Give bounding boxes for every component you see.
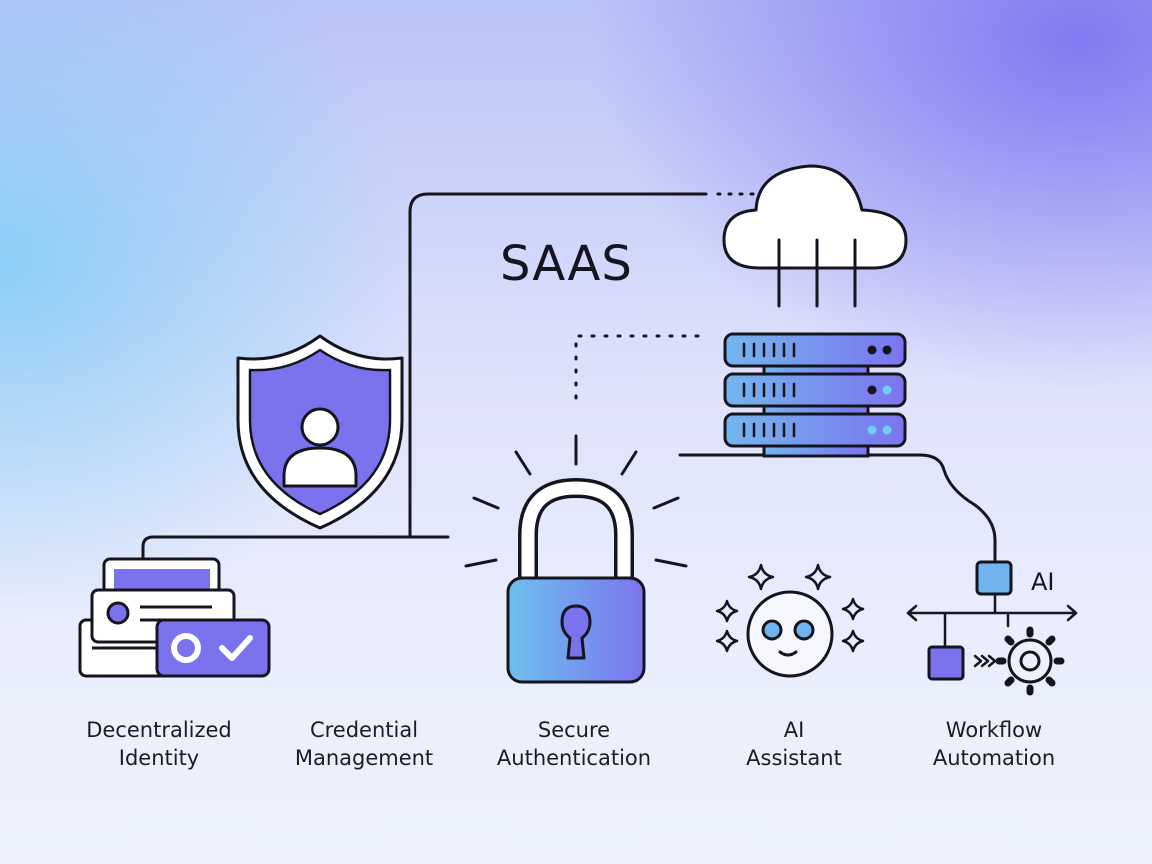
label-decentralized-identity: Decentralized Identity: [59, 716, 259, 772]
workflow-icon: [906, 560, 1078, 696]
circle-icon: [171, 633, 201, 663]
label-line: Identity: [118, 746, 200, 770]
server-rack-icon: [723, 332, 907, 458]
connector-cards: [141, 535, 238, 560]
label-line: Management: [294, 746, 434, 770]
connector-lines: [141, 192, 997, 564]
label-line: Credential: [309, 718, 419, 742]
checkmark-icon: [219, 635, 253, 661]
server-unit-3: [723, 412, 907, 448]
connector-server-dotted: [574, 334, 702, 400]
ai-badge: AI: [1031, 568, 1055, 596]
cloud-icon: [722, 164, 908, 308]
user-body: [282, 446, 358, 488]
label-credential-management: Credential Management: [264, 716, 464, 772]
label-ai-assistant: AI Assistant: [694, 716, 894, 772]
server-unit-2: [723, 372, 907, 408]
card-avatar: [106, 601, 130, 625]
gear-icon: [995, 626, 1065, 696]
label-line: Workflow: [945, 718, 1043, 742]
ai-face-icon: [715, 563, 865, 678]
diagram-title: SAAS: [500, 236, 633, 292]
label-line: AI: [783, 718, 805, 742]
label-line: Decentralized: [86, 718, 232, 742]
label-workflow-automation: Workflow Automation: [894, 716, 1094, 772]
user-head: [300, 407, 340, 447]
padlock-icon: [464, 434, 688, 684]
label-line: Authentication: [496, 746, 652, 770]
label-line: Assistant: [746, 746, 842, 770]
label-line: Automation: [932, 746, 1056, 770]
label-secure-authentication: Secure Authentication: [474, 716, 674, 772]
connector-top: [408, 192, 708, 538]
id-cards-icon: [78, 557, 271, 678]
server-unit-1: [723, 332, 907, 368]
shield-user-icon: [236, 334, 404, 530]
sparkle-icons: [715, 563, 865, 653]
keyhole-icon: [560, 604, 592, 660]
label-line: Secure: [537, 718, 611, 742]
connector-workflow: [678, 453, 997, 564]
